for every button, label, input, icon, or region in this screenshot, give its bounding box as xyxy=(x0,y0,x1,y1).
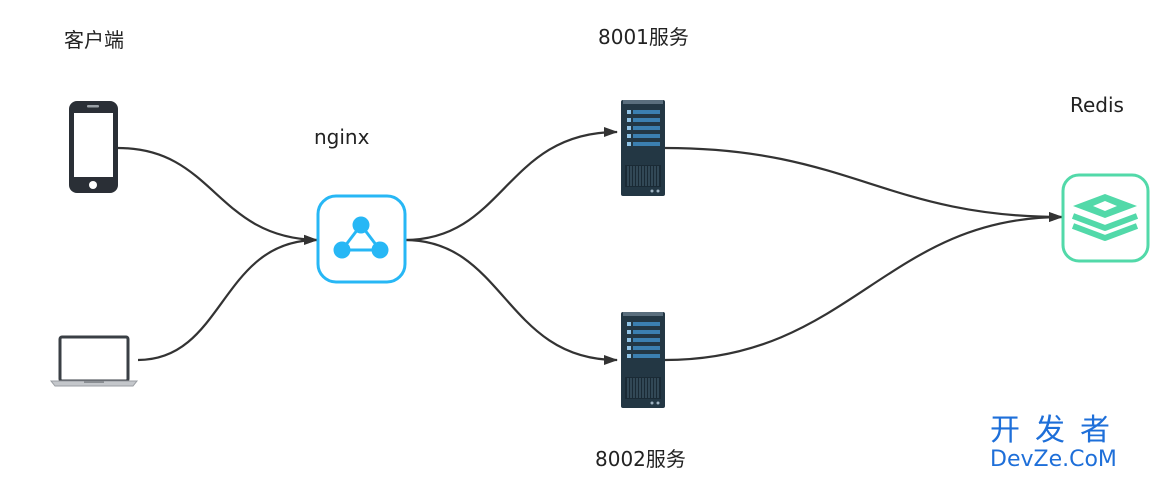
redis-icon xyxy=(1061,173,1150,263)
smartphone-icon xyxy=(69,101,118,193)
service-8002-label: 8002服务 xyxy=(595,447,686,471)
client-label: 客户端 xyxy=(64,28,124,52)
server-8002-icon xyxy=(621,312,665,408)
service-8001-label: 8001服务 xyxy=(598,25,689,49)
watermark: 开发者 DevZe.CoM xyxy=(990,414,1144,472)
edge-nginx-to-8001 xyxy=(404,127,618,242)
nginx-icon xyxy=(316,194,407,284)
edge-phone-to-nginx xyxy=(117,146,318,245)
watermark-en: DevZe.CoM xyxy=(990,447,1117,472)
edge-8002-to-redis xyxy=(664,212,1063,362)
server-8001-icon xyxy=(621,100,665,196)
edge-8001-to-redis xyxy=(664,146,1063,222)
laptop-icon xyxy=(49,335,139,387)
nginx-label: nginx xyxy=(314,125,370,149)
redis-label: Redis xyxy=(1070,93,1124,117)
watermark-cn: 开发者 xyxy=(990,413,1125,448)
edge-nginx-to-8002 xyxy=(404,238,618,365)
edge-laptop-to-nginx xyxy=(137,235,318,362)
